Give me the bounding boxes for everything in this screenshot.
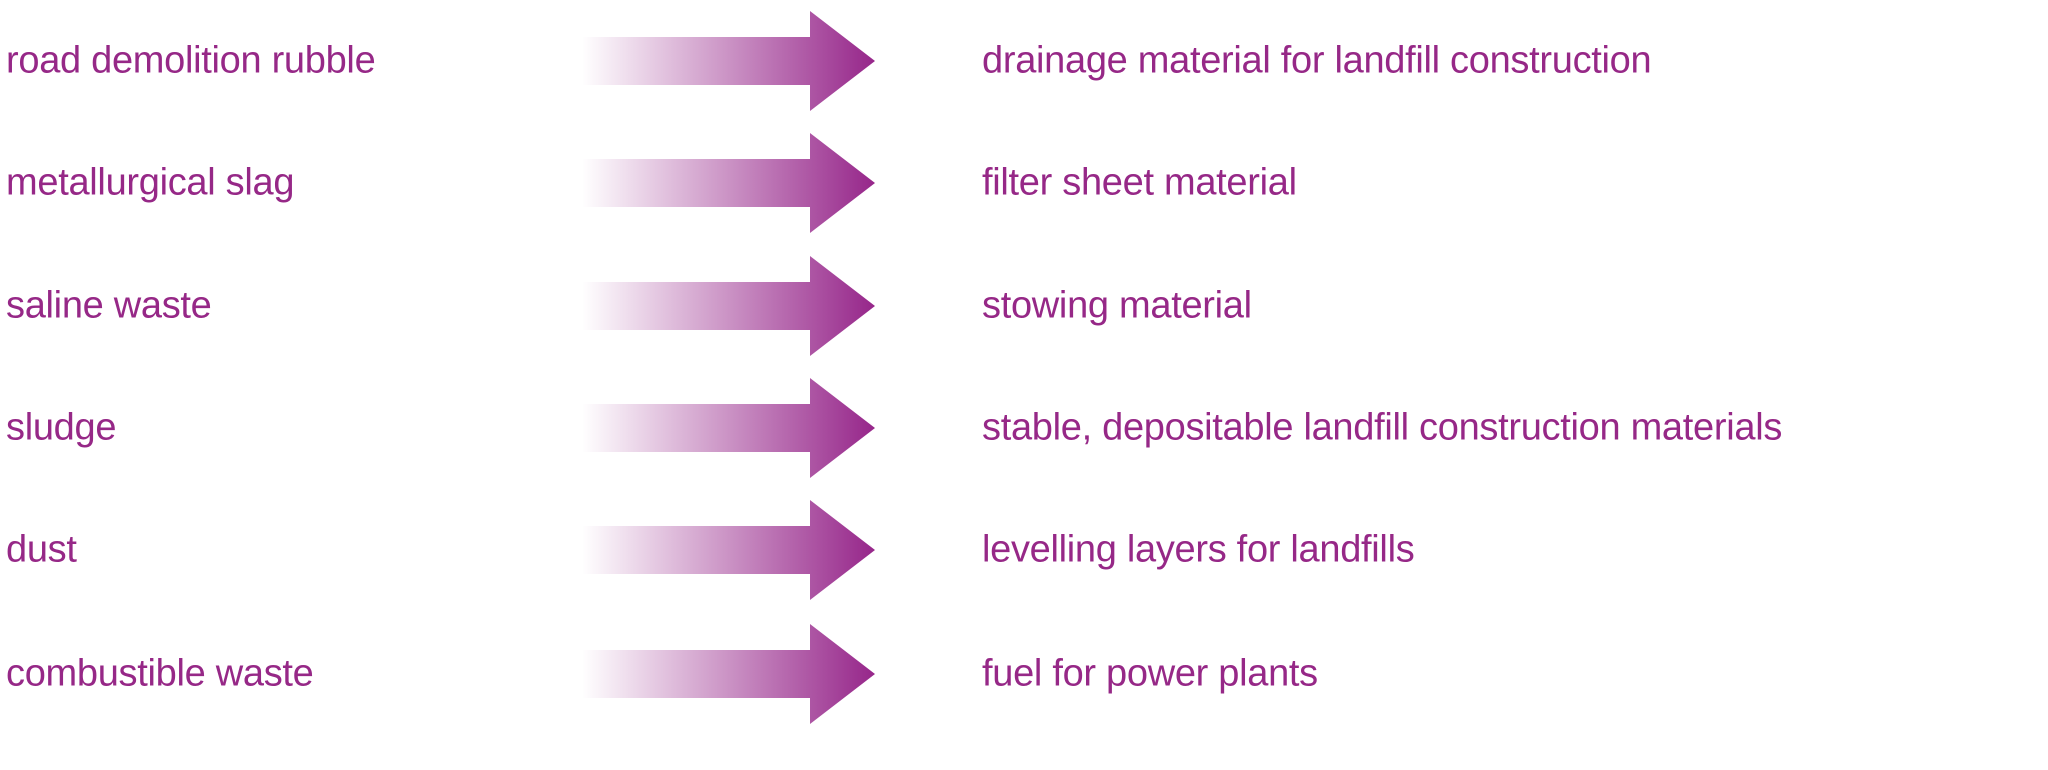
- source-label: saline waste: [6, 284, 212, 327]
- target-label: stowing material: [982, 284, 1252, 327]
- arrow-right-icon: [573, 133, 875, 233]
- arrow-right-icon: [573, 11, 875, 111]
- arrow-right-icon: [573, 378, 875, 478]
- source-label: combustible waste: [6, 652, 314, 695]
- target-label: filter sheet material: [982, 161, 1297, 204]
- source-label: road demolition rubble: [6, 39, 376, 82]
- diagram-row: combustible waste fuel for power plants: [0, 619, 2048, 729]
- target-label: stable, depositable landfill constructio…: [982, 406, 1783, 449]
- diagram-row: road demolition rubble drainage material…: [0, 6, 2048, 116]
- target-label: levelling layers for landfills: [982, 528, 1415, 571]
- source-label: dust: [6, 528, 77, 571]
- diagram-row: dust levelling layers for landfills: [0, 495, 2048, 605]
- arrow-right-icon: [573, 624, 875, 724]
- target-label: drainage material for landfill construct…: [982, 39, 1652, 82]
- arrow-right-icon: [573, 500, 875, 600]
- target-label: fuel for power plants: [982, 652, 1318, 695]
- diagram-row: saline waste stowing material: [0, 251, 2048, 361]
- arrow-right-icon: [573, 256, 875, 356]
- source-label: sludge: [6, 406, 117, 449]
- diagram-row: sludge stable, depositable landfill cons…: [0, 373, 2048, 483]
- source-label: metallurgical slag: [6, 161, 295, 204]
- diagram-row: metallurgical slag filter sheet material: [0, 128, 2048, 238]
